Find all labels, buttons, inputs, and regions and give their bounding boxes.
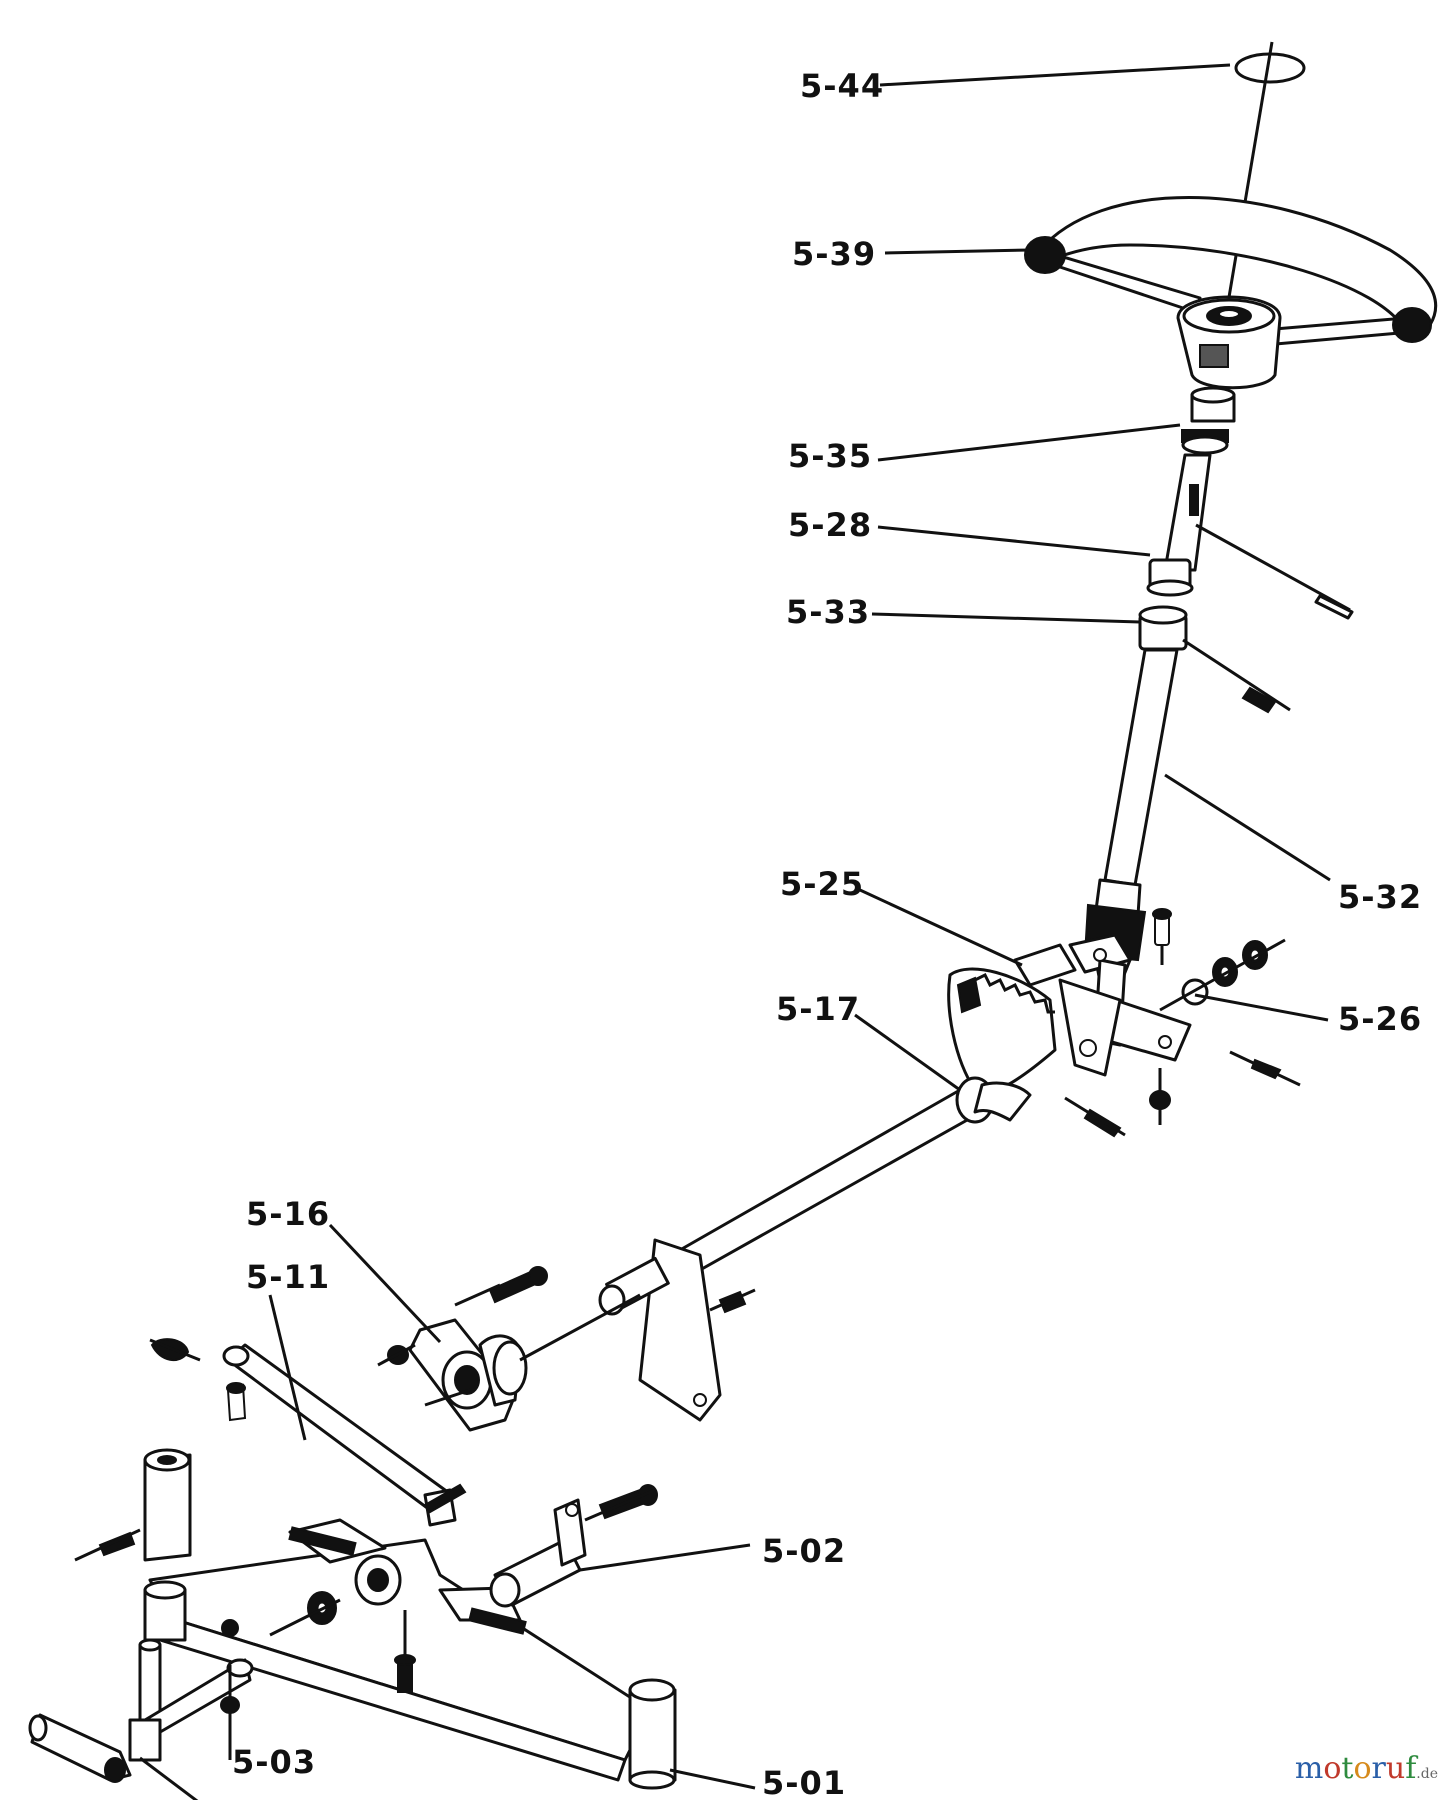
label-5-03: 5-03 <box>232 1743 316 1781</box>
hardware-5-26 <box>1064 908 1301 1138</box>
watermark-letter: t <box>1341 1751 1354 1786</box>
label-5-35: 5-35 <box>788 437 872 475</box>
leader-5-39 <box>884 248 1031 255</box>
watermark-name: motoruf <box>1295 1751 1416 1786</box>
part-5-02-pivot-bolt <box>489 1484 658 1608</box>
leader-5-28 <box>877 525 1151 557</box>
watermark-letter: f <box>1405 1751 1417 1786</box>
part-5-28-steering-shaft <box>1146 453 1354 620</box>
pivot-bracket <box>598 1238 756 1422</box>
watermark-logo: motoruf.de <box>1295 1751 1438 1786</box>
leader-5-16 <box>328 1223 442 1344</box>
label-5-32: 5-32 <box>1338 878 1422 916</box>
part-5-03-spindle <box>28 1619 254 1783</box>
label-5-16: 5-16 <box>246 1195 330 1233</box>
leader-lines <box>139 63 1331 1800</box>
watermark-domain: .de <box>1416 1766 1438 1782</box>
label-5-17: 5-17 <box>776 990 860 1028</box>
part-5-35-bushing <box>1181 386 1236 455</box>
watermark-letter: o <box>1353 1751 1372 1786</box>
leader-5-32 <box>1164 773 1331 882</box>
watermark-letter: r <box>1371 1751 1386 1786</box>
label-5-02: 5-02 <box>762 1532 846 1570</box>
part-5-33-collar <box>1138 605 1291 714</box>
label-5-28: 5-28 <box>788 506 872 544</box>
part-5-01-front-axle <box>143 1518 677 1790</box>
part-5-17-sector-gear <box>947 967 1057 1095</box>
label-5-25: 5-25 <box>780 865 864 903</box>
part-5-39-steering-wheel[interactable] <box>1024 196 1438 390</box>
leader-5-25 <box>859 888 1023 967</box>
part-5-25-bracket <box>1013 933 1192 1077</box>
part-5-44-cap <box>1224 41 1306 316</box>
callout-labels: 5-44 5-39 5-35 5-28 5-33 5-32 5-25 5-26 … <box>232 67 1422 1800</box>
leader-5-17 <box>854 1013 961 1092</box>
leader-5-35 <box>877 423 1181 462</box>
label-5-39: 5-39 <box>792 235 876 273</box>
part-5-16-flange-bearing <box>377 1266 641 1432</box>
kingpin-left <box>74 1338 247 1562</box>
watermark-letter: m <box>1294 1751 1324 1786</box>
leader-5-26 <box>1194 993 1329 1022</box>
drag-link-shaft <box>678 1076 1032 1272</box>
label-5-01: 5-01 <box>762 1764 846 1800</box>
leader-5-02 <box>579 1543 751 1572</box>
part-5-11-tie-rod <box>222 1343 467 1527</box>
leader-5-01 <box>669 1768 756 1790</box>
leader-5-11 <box>268 1294 307 1441</box>
label-5-26: 5-26 <box>1338 1000 1422 1038</box>
label-5-33: 5-33 <box>786 593 870 631</box>
leader-5-03 <box>139 1756 199 1800</box>
label-5-11: 5-11 <box>246 1258 330 1296</box>
watermark-letter: o <box>1323 1751 1342 1786</box>
leader-5-33 <box>871 612 1141 624</box>
hardware-lower <box>269 1591 416 1693</box>
watermark-letter: u <box>1385 1751 1406 1786</box>
label-5-44: 5-44 <box>800 67 884 105</box>
leader-5-44 <box>879 63 1231 87</box>
